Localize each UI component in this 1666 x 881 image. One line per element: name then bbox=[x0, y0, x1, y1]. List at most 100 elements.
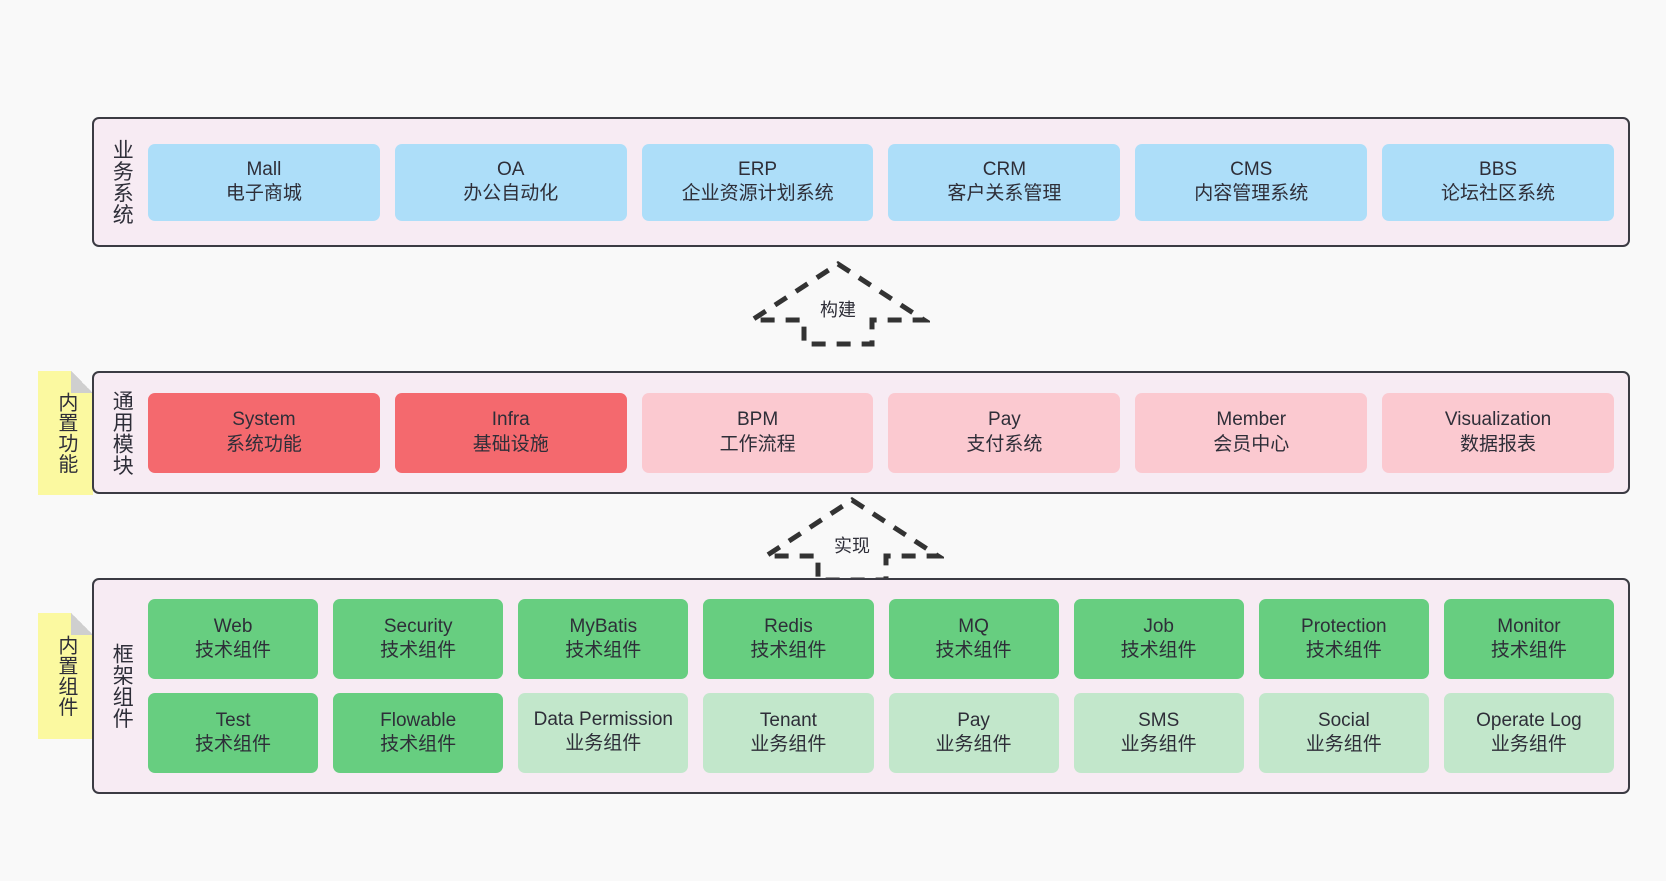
card-job-cn: 技术组件 bbox=[1120, 640, 1197, 661]
arrow-implement-label: 实现 bbox=[834, 536, 870, 556]
arrow-implement: 实现 bbox=[760, 494, 944, 584]
framework-row-technical: Web 技术组件 Security 技术组件 MyBatis 技术组件 Redi… bbox=[148, 599, 1614, 679]
card-web[interactable]: Web 技术组件 bbox=[148, 599, 319, 679]
card-protection-cn: 技术组件 bbox=[1305, 640, 1382, 661]
card-security-en: Security bbox=[383, 615, 453, 637]
card-mq[interactable]: MQ 技术组件 bbox=[888, 599, 1059, 679]
card-mall-cn: 电子商城 bbox=[225, 183, 302, 204]
card-system[interactable]: System 系统功能 bbox=[148, 392, 380, 473]
card-redis[interactable]: Redis 技术组件 bbox=[703, 599, 874, 679]
card-test-en: Test bbox=[215, 709, 251, 731]
card-flowable[interactable]: Flowable 技术组件 bbox=[333, 693, 504, 773]
card-operate-log[interactable]: Operate Log 业务组件 bbox=[1443, 693, 1614, 773]
layer-business-systems-body: Mall 电子商城 OA 办公自动化 ERP 企业资源计划系统 CRM 客户关系… bbox=[148, 119, 1628, 245]
card-pay-module-cn: 支付系统 bbox=[966, 433, 1043, 455]
card-erp[interactable]: ERP 企业资源计划系统 bbox=[641, 143, 874, 221]
card-sms[interactable]: SMS 业务组件 bbox=[1073, 693, 1244, 773]
card-social[interactable]: Social 业务组件 bbox=[1258, 693, 1429, 773]
arrow-build-label: 构建 bbox=[820, 300, 856, 320]
card-system-cn: 系统功能 bbox=[225, 433, 302, 455]
card-redis-cn: 技术组件 bbox=[750, 640, 827, 661]
layer-framework-components: 框架组件 Web 技术组件 Security 技术组件 MyBatis 技术组件… bbox=[92, 578, 1630, 794]
card-security[interactable]: Security 技术组件 bbox=[333, 599, 504, 679]
layer-business-systems: 业务系统 Mall 电子商城 OA 办公自动化 ERP 企业资源计划系统 CRM… bbox=[92, 117, 1630, 247]
card-pay-module-en: Pay bbox=[988, 409, 1021, 431]
card-crm-cn: 客户关系管理 bbox=[947, 183, 1062, 204]
card-mq-cn: 技术组件 bbox=[935, 640, 1012, 661]
card-cms-cn: 内容管理系统 bbox=[1194, 183, 1309, 204]
arrow-build: 构建 bbox=[746, 258, 930, 348]
card-mall[interactable]: Mall 电子商城 bbox=[148, 143, 380, 221]
card-flowable-cn: 技术组件 bbox=[380, 734, 457, 755]
note-builtin-features-text: 内置功能 bbox=[54, 392, 77, 474]
card-oa[interactable]: OA 办公自动化 bbox=[394, 143, 627, 221]
card-visualization-en: Visualization bbox=[1444, 409, 1552, 431]
card-system-en: System bbox=[232, 409, 296, 431]
note-builtin-components-text: 内置组件 bbox=[54, 635, 77, 717]
card-sms-en: SMS bbox=[1138, 709, 1180, 731]
card-mq-en: MQ bbox=[958, 615, 989, 637]
card-data-permission-en: Data Permission bbox=[533, 709, 673, 731]
card-monitor[interactable]: Monitor 技术组件 bbox=[1443, 599, 1614, 679]
card-bbs-cn: 论坛社区系统 bbox=[1441, 183, 1556, 204]
card-data-permission[interactable]: Data Permission 业务组件 bbox=[518, 693, 689, 773]
card-oa-cn: 办公自动化 bbox=[463, 183, 559, 204]
card-member-cn: 会员中心 bbox=[1213, 433, 1290, 455]
card-bbs[interactable]: BBS 论坛社区系统 bbox=[1382, 143, 1614, 221]
card-job[interactable]: Job 技术组件 bbox=[1073, 599, 1244, 679]
card-bbs-en: BBS bbox=[1479, 158, 1518, 180]
card-infra[interactable]: Infra 基础设施 bbox=[394, 392, 627, 473]
card-mall-en: Mall bbox=[246, 158, 282, 180]
layer-common-modules: 通用模块 System 系统功能 Infra 基础设施 BPM 工作流程 Pay… bbox=[92, 371, 1630, 494]
card-operate-log-en: Operate Log bbox=[1476, 709, 1582, 731]
card-pay-component-en: Pay bbox=[957, 709, 990, 731]
card-oa-en: OA bbox=[497, 158, 525, 180]
layer-common-modules-label: 通用模块 bbox=[110, 389, 134, 476]
card-test[interactable]: Test 技术组件 bbox=[148, 693, 319, 773]
card-test-cn: 技术组件 bbox=[195, 734, 272, 755]
framework-row-business: Test 技术组件 Flowable 技术组件 Data Permission … bbox=[148, 693, 1614, 773]
card-tenant-en: Tenant bbox=[759, 709, 817, 731]
card-web-cn: 技术组件 bbox=[195, 640, 272, 661]
card-bpm-cn: 工作流程 bbox=[719, 433, 796, 455]
card-crm-en: CRM bbox=[982, 158, 1027, 180]
card-pay-component-cn: 业务组件 bbox=[935, 734, 1012, 755]
card-mybatis-en: MyBatis bbox=[569, 615, 638, 637]
card-flowable-en: Flowable bbox=[380, 709, 457, 731]
card-social-en: Social bbox=[1317, 709, 1370, 731]
card-data-permission-cn: 业务组件 bbox=[565, 733, 642, 755]
card-cms-en: CMS bbox=[1230, 158, 1273, 180]
card-mybatis[interactable]: MyBatis 技术组件 bbox=[518, 599, 689, 679]
card-web-en: Web bbox=[213, 615, 253, 637]
layer-framework-components-label: 框架组件 bbox=[110, 643, 134, 729]
card-member-en: Member bbox=[1216, 409, 1287, 431]
layer-business-systems-label: 业务系统 bbox=[110, 139, 134, 225]
card-protection[interactable]: Protection 技术组件 bbox=[1258, 599, 1429, 679]
card-erp-en: ERP bbox=[738, 158, 778, 180]
card-member[interactable]: Member 会员中心 bbox=[1135, 392, 1368, 473]
card-operate-log-cn: 业务组件 bbox=[1490, 734, 1567, 755]
card-bpm[interactable]: BPM 工作流程 bbox=[641, 392, 874, 473]
layer-common-modules-body: System 系统功能 Infra 基础设施 BPM 工作流程 Pay 支付系统… bbox=[148, 373, 1628, 492]
card-cms[interactable]: CMS 内容管理系统 bbox=[1135, 143, 1368, 221]
card-sms-cn: 业务组件 bbox=[1120, 734, 1197, 755]
card-tenant[interactable]: Tenant 业务组件 bbox=[703, 693, 874, 773]
note-builtin-features: 内置功能 bbox=[38, 371, 93, 495]
card-infra-cn: 基础设施 bbox=[472, 433, 549, 455]
arrow-build-shape bbox=[746, 261, 930, 347]
card-visualization[interactable]: Visualization 数据报表 bbox=[1382, 392, 1614, 473]
common-modules-row: System 系统功能 Infra 基础设施 BPM 工作流程 Pay 支付系统… bbox=[148, 392, 1614, 473]
card-pay-component[interactable]: Pay 业务组件 bbox=[888, 693, 1059, 773]
card-monitor-en: Monitor bbox=[1497, 615, 1561, 637]
card-infra-en: Infra bbox=[491, 409, 530, 431]
card-erp-cn: 企业资源计划系统 bbox=[681, 183, 834, 204]
card-crm[interactable]: CRM 客户关系管理 bbox=[888, 143, 1121, 221]
card-monitor-cn: 技术组件 bbox=[1490, 640, 1567, 661]
card-mybatis-cn: 技术组件 bbox=[565, 640, 642, 661]
note-builtin-components: 内置组件 bbox=[38, 613, 93, 739]
card-pay-module[interactable]: Pay 支付系统 bbox=[888, 392, 1121, 473]
card-redis-en: Redis bbox=[764, 615, 813, 637]
card-visualization-cn: 数据报表 bbox=[1460, 433, 1537, 455]
card-bpm-en: BPM bbox=[736, 409, 779, 431]
